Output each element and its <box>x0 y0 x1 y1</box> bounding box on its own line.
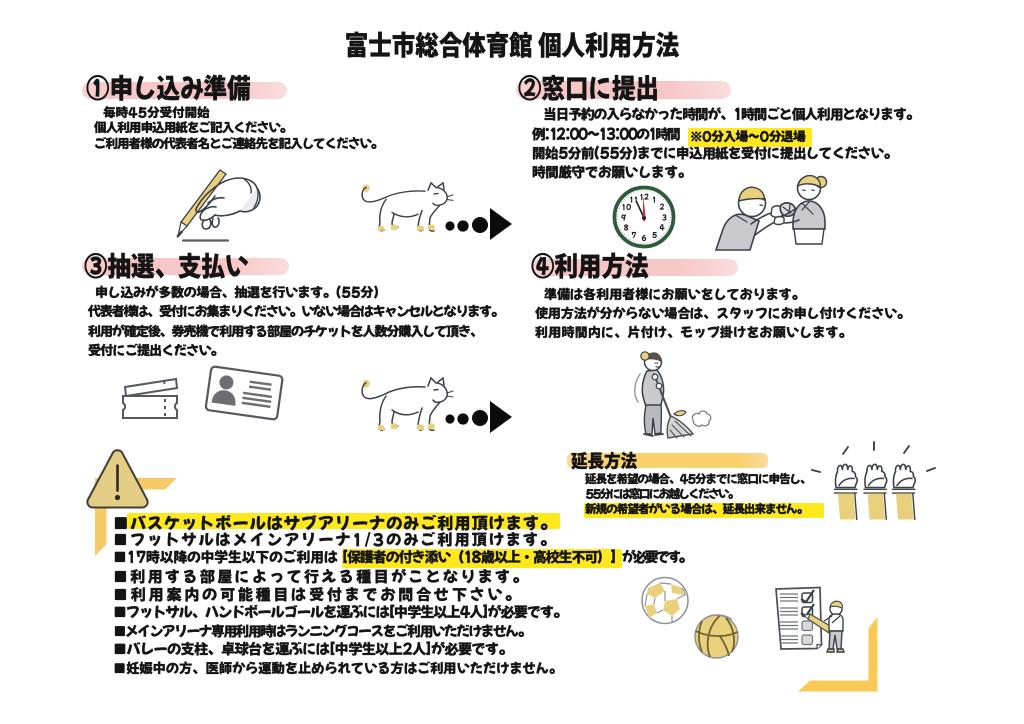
svg-text:4: 4 <box>659 222 665 232</box>
svg-text:3: 3 <box>662 212 667 222</box>
svg-text:1: 1 <box>652 194 657 204</box>
svg-text:9: 9 <box>621 212 627 222</box>
svg-text:5: 5 <box>652 230 657 240</box>
svg-text:7: 7 <box>631 230 636 240</box>
svg-text:8: 8 <box>624 222 630 232</box>
svg-text:2: 2 <box>658 202 664 212</box>
svg-text:6: 6 <box>642 232 647 242</box>
svg-text:11: 11 <box>629 194 638 204</box>
svg-text:12: 12 <box>639 191 649 201</box>
svg-text:10: 10 <box>621 202 632 212</box>
